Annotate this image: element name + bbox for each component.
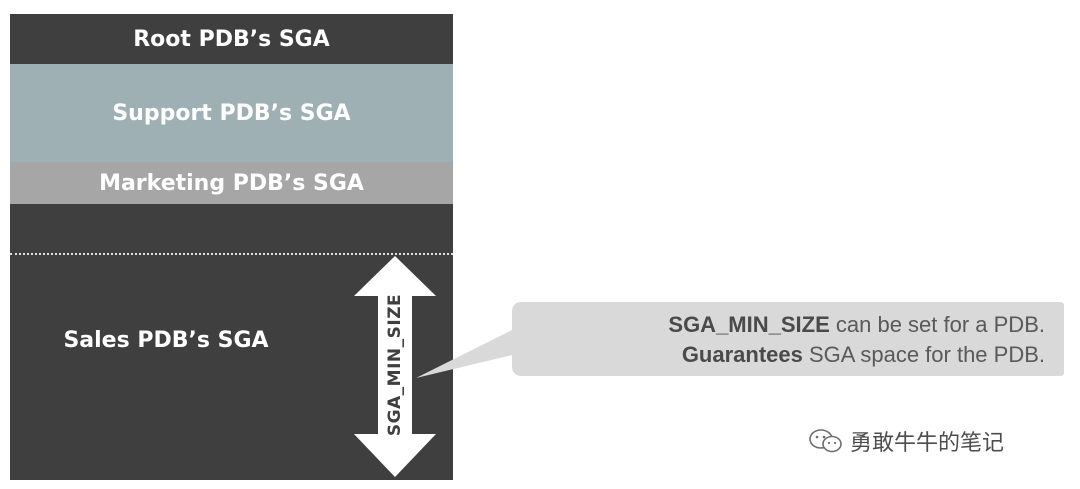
callout-box — [416, 302, 1064, 378]
sales-pdb-sga-label: Sales PDB’s SGA — [63, 327, 269, 353]
support-pdb-sga-block: Support PDB’s SGA — [10, 64, 453, 162]
callout-line-2-bold: Guarantees — [681, 342, 803, 367]
root-pdb-sga-label: Root PDB’s SGA — [133, 26, 330, 52]
root-pdb-sga-block: Root PDB’s SGA — [10, 14, 453, 64]
watermark: 勇敢牛牛的笔记 — [808, 424, 1004, 458]
double-arrow-icon — [354, 256, 436, 477]
marketing-pdb-sga-label: Marketing PDB’s SGA — [99, 170, 364, 196]
callout-text: SGA_MIN_SIZE can be set for a PDB. Guara… — [520, 310, 1045, 370]
sga-min-size-arrow-label: SGA_MIN_SIZE — [385, 293, 405, 437]
callout-line-1-bold: SGA_MIN_SIZE — [668, 312, 830, 337]
min-size-boundary-line — [10, 253, 453, 255]
support-pdb-sga-label: Support PDB’s SGA — [112, 100, 351, 126]
wechat-icon — [809, 429, 842, 453]
callout-line-2-rest: SGA space for the PDB. — [802, 342, 1045, 367]
watermark-text: 勇敢牛牛的笔记 — [850, 431, 1005, 456]
callout-line-2: Guarantees SGA space for the PDB. — [520, 340, 1045, 370]
callout-line-1: SGA_MIN_SIZE can be set for a PDB. — [520, 310, 1045, 340]
marketing-pdb-sga-block: Marketing PDB’s SGA — [10, 162, 453, 204]
callout-line-1-rest: can be set for a PDB. — [829, 312, 1045, 337]
